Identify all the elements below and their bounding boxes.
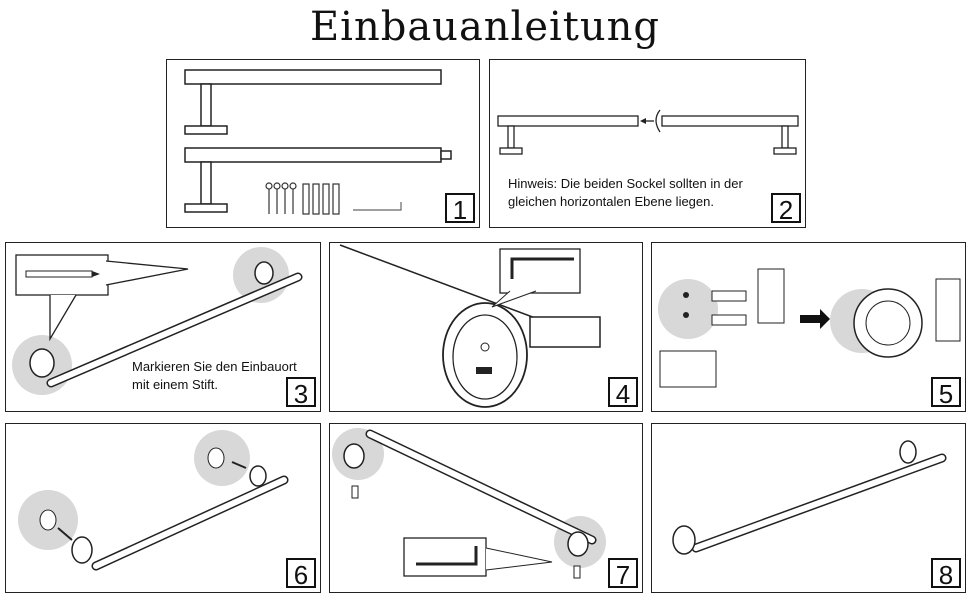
step-5-panel: 5	[651, 242, 966, 412]
step-8-panel: 8	[651, 423, 966, 593]
step-1-panel: 1	[166, 59, 480, 228]
attach-base-illustration	[18, 430, 289, 571]
drill-and-mount-illustration	[658, 268, 961, 388]
step-number: 1	[445, 193, 475, 225]
step-number: 6	[286, 558, 316, 590]
step-number: 3	[286, 377, 316, 409]
step-number: 8	[931, 558, 961, 590]
step-number: 5	[931, 377, 961, 409]
step-6-panel: 6	[5, 423, 321, 593]
step-number: 7	[608, 558, 638, 590]
step-3-note-line2: mit einem Stift.	[132, 377, 218, 392]
step-number: 2	[771, 193, 801, 225]
step-3-note-line1: Markieren Sie den Einbauort	[132, 359, 297, 374]
base-detail-illustration	[339, 244, 601, 408]
step-4-panel: 4	[329, 242, 643, 412]
page-title: Einbauanleitung	[309, 4, 661, 50]
step-2-note-line1: Hinweis: Die beiden Sockel sollten in de…	[508, 176, 743, 191]
step-2-panel: Hinweis: Die beiden Sockel sollten in de…	[489, 59, 806, 228]
bar-assembly-illustration	[497, 109, 799, 155]
parts-illustration	[184, 69, 452, 215]
step-number: 4	[608, 377, 638, 409]
finished-bar-illustration	[672, 440, 947, 555]
tighten-screw-illustration	[332, 428, 606, 579]
step-3-panel: Markieren Sie den Einbauort mit einem St…	[5, 242, 321, 412]
mark-position-illustration	[12, 247, 303, 395]
step-7-panel: 7	[329, 423, 643, 593]
step-2-note-line2: gleichen horizontalen Ebene liegen.	[508, 194, 714, 209]
